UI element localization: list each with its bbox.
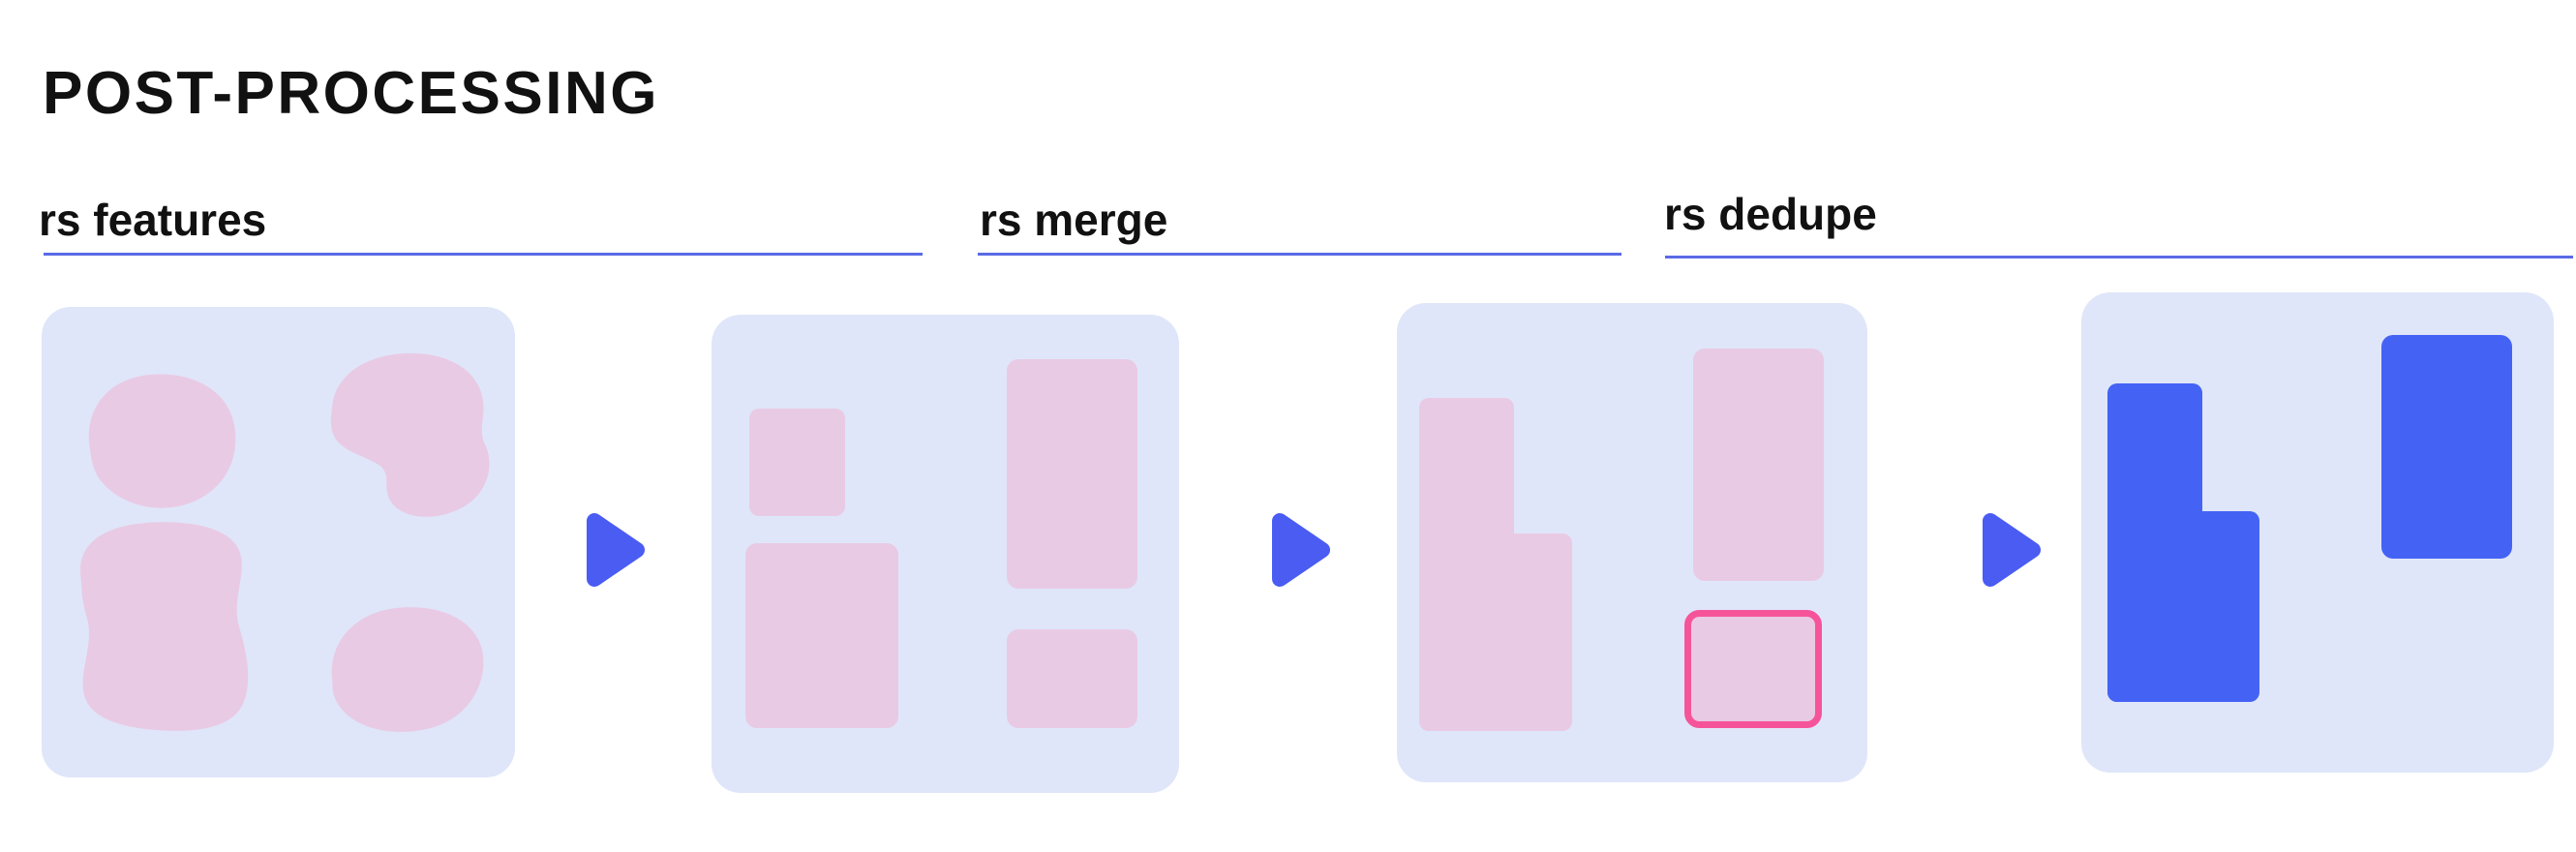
stage-label-merge: rs merge [980,195,1168,245]
panel-merge [712,315,1179,793]
arrow-right-icon [1272,513,1330,587]
dedupe-box-top-right [1693,349,1824,581]
final-box-top-right [2381,335,2512,559]
final-boxes-graphic [2107,335,2512,702]
final-lshape-base [2107,511,2259,702]
stage-underline-features [44,253,923,256]
stage-underline-merge [978,253,1621,256]
panel-dedupe [1397,303,1867,782]
dedupe-boxes-graphic [1419,349,1824,731]
feature-blob-top-right [330,352,490,517]
merged-box-bottom-left [745,543,898,728]
arrow-right-icon [1983,513,2041,587]
feature-blob-top-left [88,374,236,508]
merged-boxes-graphic [745,359,1137,728]
merged-box-bottom-right [1007,629,1137,728]
merged-box-top-left [749,409,845,516]
dedupe-highlight-box [1684,610,1822,728]
stage-underline-dedupe [1665,256,2573,259]
arrow-right-icon [587,513,645,587]
panel-features [42,307,515,777]
stage-label-dedupe: rs dedupe [1664,189,1877,239]
feature-blob-bottom-right [331,607,484,732]
page-title: POST-PROCESSING [43,60,659,127]
feature-blob-bottom-left [79,522,249,731]
dedupe-lshape-base [1419,533,1572,731]
panel-final [2081,292,2554,773]
feature-blobs-graphic [79,352,490,732]
merged-box-top-right [1007,359,1137,589]
stage-label-features: rs features [39,195,267,245]
